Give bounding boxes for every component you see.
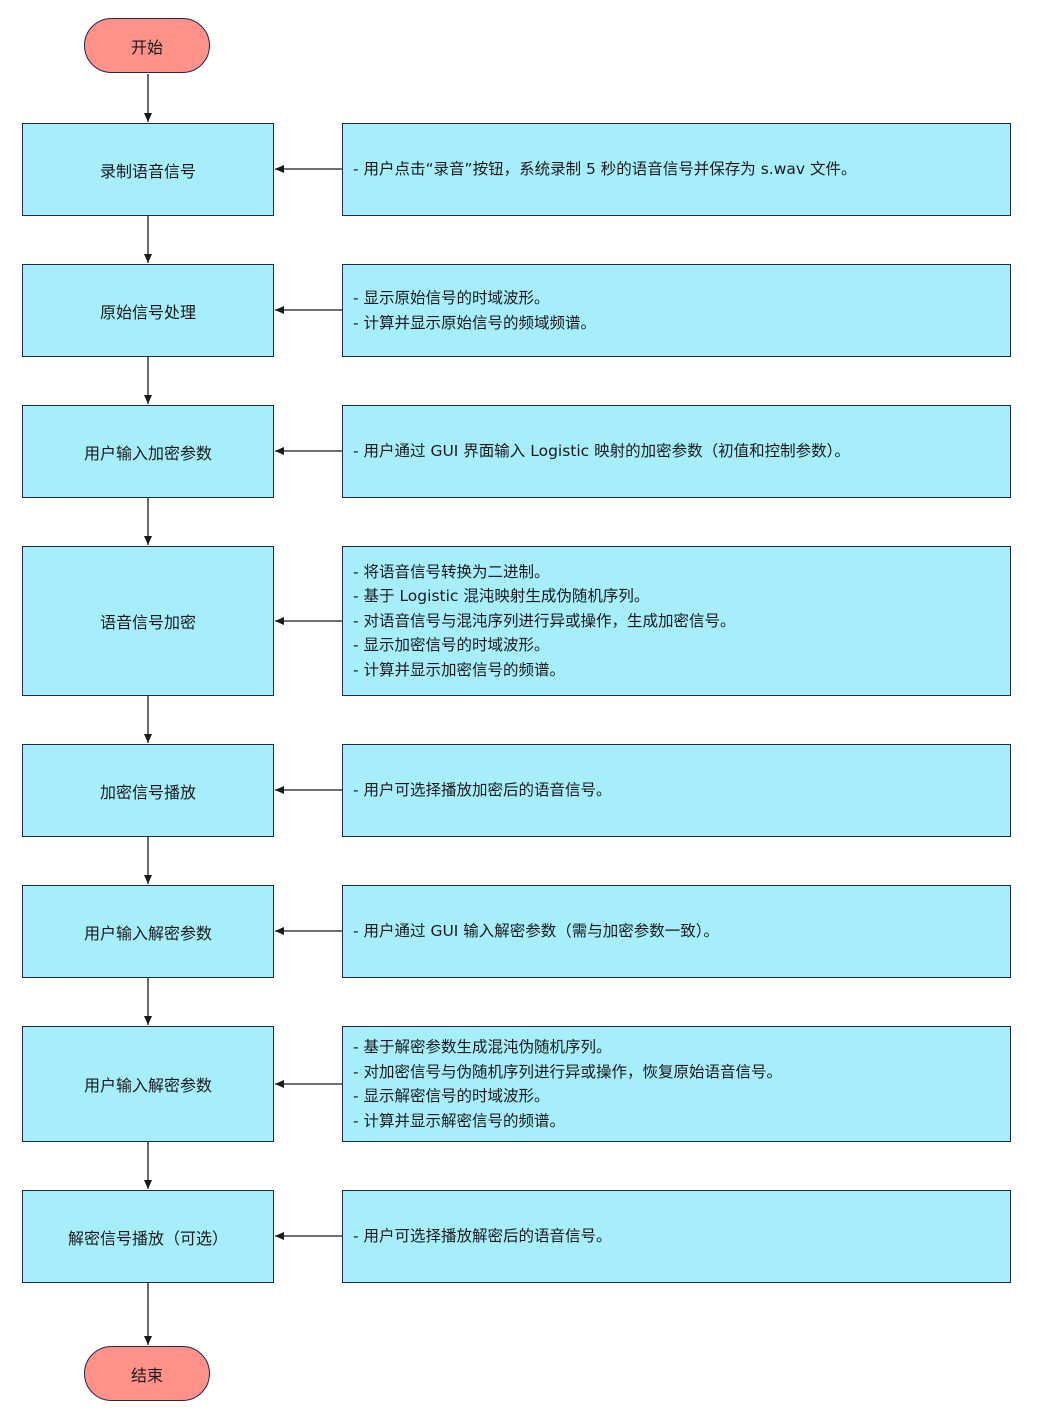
process-step-label: 语音信号加密 <box>99 613 196 632</box>
detail-line: - 用户点击“录音”按钮，系统录制 5 秒的语音信号并保存为 s.wav 文件。 <box>353 160 857 179</box>
process-step: 语音信号加密 <box>22 546 274 696</box>
step-detail-box: - 用户通过 GUI 界面输入 Logistic 映射的加密参数（初值和控制参数… <box>342 405 1011 498</box>
process-step: 用户输入解密参数 <box>22 1026 274 1142</box>
detail-line: - 显示解密信号的时域波形。 <box>353 1087 550 1105</box>
process-step-label: 用户输入加密参数 <box>83 443 212 463</box>
detail-line: - 用户可选择播放解密后的语音信号。 <box>353 1227 612 1246</box>
process-step: 原始信号处理 <box>22 264 274 357</box>
detail-line: - 用户可选择播放加密后的语音信号。 <box>353 781 612 800</box>
step-detail-box: - 将语音信号转换为二进制。 - 基于 Logistic 混沌映射生成伪随机序列。… <box>342 546 1011 696</box>
process-step: 用户输入加密参数 <box>22 405 274 498</box>
process-step-label: 用户输入解密参数 <box>83 923 212 943</box>
end-terminal: 结束 <box>84 1346 210 1401</box>
process-step-label: 用户输入解密参数 <box>83 1076 212 1095</box>
detail-line: - 基于解密参数生成混沌伪随机序列。 <box>353 1038 612 1056</box>
process-step-label: 原始信号处理 <box>99 302 196 322</box>
detail-line: - 将语音信号转换为二进制。 <box>353 562 550 581</box>
end-label: 结束 <box>130 1365 163 1385</box>
detail-line: - 显示原始信号的时域波形。 <box>353 289 550 307</box>
start-label: 开始 <box>130 37 163 57</box>
step-detail-box: - 用户可选择播放加密后的语音信号。 <box>342 744 1011 837</box>
step-detail-box: - 显示原始信号的时域波形。 - 计算并显示原始信号的频域频谱。 <box>342 264 1011 357</box>
detail-line: - 对语音信号与混沌序列进行异或操作，生成加密信号。 <box>353 611 736 630</box>
detail-line: - 计算并显示原始信号的频域频谱。 <box>353 313 597 332</box>
process-step: 解密信号播放（可选） <box>22 1190 274 1283</box>
detail-line: - 对加密信号与伪随机序列进行异或操作，恢复原始语音信号。 <box>353 1062 783 1081</box>
step-detail-box: - 用户点击“录音”按钮，系统录制 5 秒的语音信号并保存为 s.wav 文件。 <box>342 123 1011 216</box>
detail-line: - 用户通过 GUI 界面输入 Logistic 映射的加密参数（初值和控制参数… <box>353 442 850 461</box>
process-step-label: 解密信号播放（可选） <box>67 1228 228 1248</box>
step-detail-box: - 用户通过 GUI 输入解密参数（需与加密参数一致）。 <box>342 885 1011 978</box>
detail-line: - 基于 Logistic 混沌映射生成伪随机序列。 <box>353 587 650 606</box>
step-detail-box: - 用户可选择播放解密后的语音信号。 <box>342 1190 1011 1283</box>
detail-line: - 用户通过 GUI 输入解密参数（需与加密参数一致）。 <box>353 922 720 941</box>
start-terminal: 开始 <box>84 18 210 73</box>
detail-line: - 显示加密信号的时域波形。 <box>353 636 550 655</box>
process-step: 录制语音信号 <box>22 123 274 216</box>
detail-line: - 计算并显示解密信号的频谱。 <box>353 1111 566 1130</box>
detail-line: - 计算并显示加密信号的频谱。 <box>353 660 566 679</box>
process-step-label: 录制语音信号 <box>99 161 196 181</box>
process-step: 加密信号播放 <box>22 744 274 837</box>
process-step-label: 加密信号播放 <box>99 782 196 802</box>
process-step: 用户输入解密参数 <box>22 885 274 978</box>
step-detail-box: - 基于解密参数生成混沌伪随机序列。 - 对加密信号与伪随机序列进行异或操作，恢复… <box>342 1026 1011 1142</box>
